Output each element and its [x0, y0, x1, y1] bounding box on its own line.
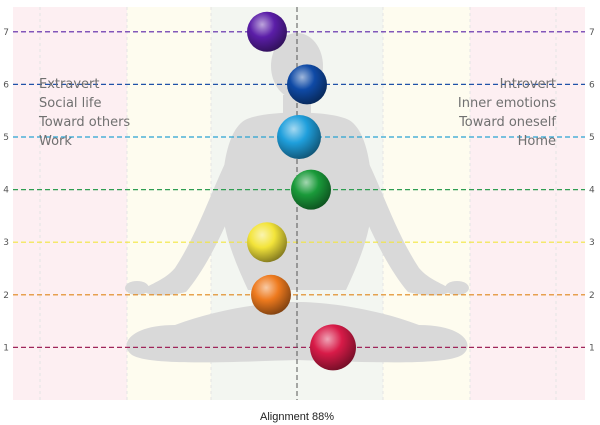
right-label-4: Home	[518, 134, 556, 149]
y-tick-right: 1	[589, 343, 595, 353]
y-tick-right: 7	[589, 28, 595, 38]
background-band	[470, 7, 585, 400]
y-tick-right: 2	[589, 291, 595, 301]
y-ticks: 1 1 2 2 3 3 4 4 5 5 6 6 7 7	[3, 28, 595, 354]
right-label-3: Toward oneself	[458, 115, 556, 130]
x-axis-label: Alignment 88%	[260, 411, 334, 423]
right-label-2: Inner emotions	[458, 96, 556, 111]
y-tick-left: 7	[3, 28, 9, 38]
left-label-4: Work	[39, 134, 72, 149]
y-tick-right: 3	[589, 238, 595, 248]
chakra-point-level-3	[247, 222, 287, 263]
y-tick-left: 1	[3, 343, 9, 353]
chakra-point-level-6	[287, 64, 327, 105]
chakra-point-level-1	[310, 324, 356, 371]
y-tick-left: 6	[3, 80, 9, 90]
chakra-points	[247, 11, 356, 371]
background-band	[13, 7, 127, 400]
y-tick-left: 4	[3, 186, 9, 196]
right-label-1: Introvert	[500, 77, 556, 92]
y-tick-right: 6	[589, 80, 595, 90]
left-hand-shape	[125, 281, 149, 295]
right-hand-shape	[445, 281, 469, 295]
chakra-point-level-4	[291, 169, 331, 210]
chakra-point-level-7	[247, 11, 287, 52]
y-tick-left: 3	[3, 238, 9, 248]
left-label-1: Extravert	[39, 77, 99, 92]
left-label-2: Social life	[39, 96, 101, 111]
right-arm-shape	[354, 150, 452, 296]
chakra-point-level-2	[251, 274, 291, 315]
left-arm-shape	[142, 150, 240, 296]
y-tick-right: 5	[589, 133, 595, 143]
chakra-point-level-5	[277, 115, 321, 159]
left-label-3: Toward others	[38, 115, 130, 130]
y-tick-left: 5	[3, 133, 9, 143]
y-tick-right: 4	[589, 186, 595, 196]
level-lines	[13, 31, 585, 348]
y-tick-left: 2	[3, 291, 9, 301]
